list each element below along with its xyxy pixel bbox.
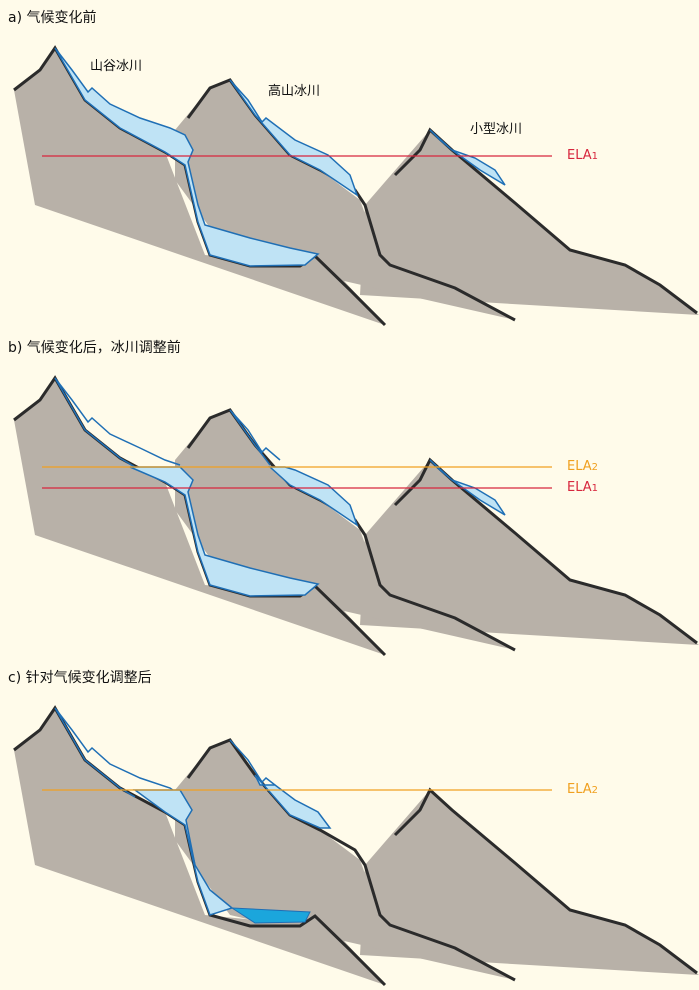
valley-glacier-lower [129, 466, 320, 597]
mountain-right [360, 130, 699, 315]
ela2-label-base: ELA [567, 459, 592, 474]
mountain-left [14, 708, 385, 985]
ela2-label: ELA2 [567, 782, 598, 797]
ela2-label-sub: 2 [591, 785, 599, 796]
panel-b-drawing [13, 375, 699, 657]
panel-c-title: c) 针对气候变化调整后 [8, 670, 152, 686]
ela1-label-sub: 1 [591, 151, 599, 162]
mountain-right-ridge [393, 127, 698, 315]
glacial-lake [230, 907, 311, 924]
small-glacier-label: 小型冰川 [470, 122, 523, 137]
alpine-glacier-upper [229, 409, 281, 466]
mountain-right [360, 460, 699, 645]
mountain-right-ridge [393, 787, 698, 975]
panel-c-drawing [13, 705, 699, 987]
ela2-label: ELA2 [567, 459, 598, 474]
valley-glacier [54, 47, 320, 267]
mountain-left [14, 48, 385, 325]
valley-glacier-upper-edge [54, 377, 136, 468]
small-glacier [429, 129, 506, 186]
valley-glacier-label: 山谷冰川 [90, 59, 143, 74]
mountain-right [360, 790, 699, 975]
panel-b: b) 气候变化后，冰川调整前 ELA2 ELA1 [0, 330, 699, 660]
mountain-right-ridge [393, 457, 698, 645]
panel-a-drawing [13, 45, 699, 327]
ela1-label-sub: 1 [591, 483, 599, 494]
ela1-label-base: ELA [567, 148, 592, 163]
alpine-glacier-lower [268, 466, 359, 527]
ela2-label-base: ELA [567, 782, 592, 797]
ela2-label-sub: 2 [591, 462, 599, 473]
alpine-glacier [229, 79, 359, 197]
panel-a-title: a) 气候变化前 [8, 10, 97, 26]
valley-glacier-upper [54, 707, 181, 798]
valley-glacier [132, 789, 234, 916]
ela1-label-base: ELA [567, 480, 592, 495]
mountain-middle-ridge [186, 738, 516, 982]
panel-c: c) 针对气候变化调整后 ELA2 [0, 660, 699, 990]
mountain-left [14, 378, 385, 655]
alpine-glacier-label: 高山冰川 [268, 84, 321, 99]
panel-a: a) 气候变化前 山谷冰川 高山冰川 小型冰川 ELA1 [0, 0, 699, 330]
ela1-label: ELA1 [567, 480, 598, 495]
valley-glacier-upper [54, 377, 181, 466]
panel-b-title: b) 气候变化后，冰川调整前 [8, 340, 181, 356]
ela1-label: ELA1 [567, 148, 598, 163]
